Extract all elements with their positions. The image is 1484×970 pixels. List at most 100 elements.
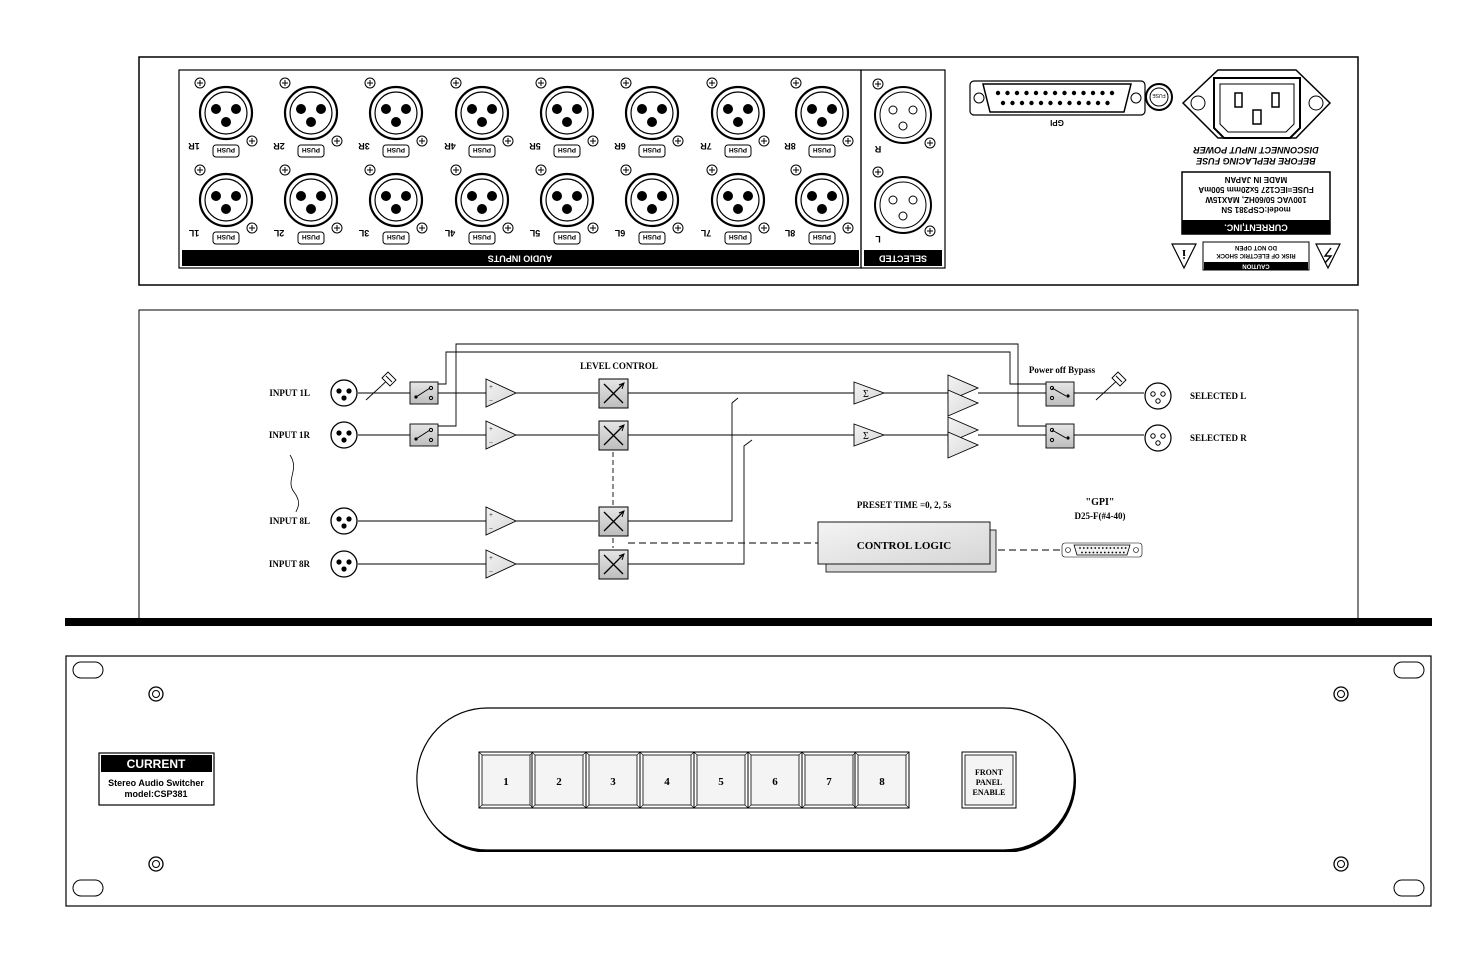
- xlr-label: 3R: [358, 141, 370, 151]
- xlr-label: 8L: [784, 228, 795, 238]
- gpi-label: GPI: [1050, 118, 1064, 127]
- mount-screw-icon: [450, 77, 462, 89]
- rack-slot-top-right: [1393, 661, 1425, 679]
- output-label-l: SELECTED L: [1190, 391, 1246, 401]
- sum-symbol-r: Σ: [863, 431, 869, 442]
- channel-button-7[interactable]: 7: [801, 751, 857, 809]
- input-opamp-1r: +−: [485, 420, 518, 450]
- power-inlet: [1181, 69, 1332, 139]
- selected-xlr-r: R: [874, 86, 932, 154]
- push-tab-label: PUSH: [473, 233, 491, 240]
- minus-sign: −: [489, 525, 493, 533]
- screw-top-left: [148, 686, 164, 702]
- mount-screw-icon: [279, 77, 291, 89]
- input-label-1r: INPUT 1R: [269, 430, 311, 440]
- push-tab-label: PUSH: [217, 146, 235, 153]
- gpi-diagram-connector: [1061, 542, 1143, 558]
- enable-label-2: PANEL: [976, 778, 1003, 787]
- mount-screw-icon: [706, 77, 718, 89]
- input-opamp-8l: +−: [485, 506, 518, 536]
- push-tab-label: PUSH: [558, 146, 576, 153]
- audio-inputs-label: AUDIO INPUTS: [488, 254, 553, 264]
- selected-xlr-l-label: L: [875, 234, 881, 244]
- screw-bottom-left: [148, 856, 164, 872]
- mount-screw-icon: [672, 135, 684, 147]
- push-tab-label: PUSH: [729, 146, 747, 153]
- xlr-label: 1R: [188, 141, 200, 151]
- control-logic-box: CONTROL LOGIC: [817, 521, 997, 573]
- signal-lines: [358, 343, 1144, 565]
- push-tab-label: PUSH: [302, 233, 320, 240]
- info-warning-icon: i: [1171, 243, 1197, 270]
- diagram-input-xlr-8r: [330, 550, 358, 578]
- enable-label-3: ENABLE: [973, 788, 1006, 797]
- output-label-r: SELECTED R: [1190, 433, 1247, 443]
- mount-screw-icon: [790, 77, 802, 89]
- channel-button-label: 5: [718, 776, 724, 788]
- block-diagram: INPUT 1L INPUT 1R INPUT 8L INPUT 8R: [65, 309, 1432, 626]
- brand-badge: CURRENT Stereo Audio Switcher model:CSP3…: [98, 752, 215, 806]
- push-tab-label: PUSH: [558, 233, 576, 240]
- vca-8r: [598, 549, 629, 580]
- xlr-label: 6R: [614, 141, 626, 151]
- power-warning-line-1: DISCONNECT INPUT POWER: [1193, 145, 1319, 155]
- input-label-1l: INPUT 1L: [269, 388, 310, 398]
- push-tab-label: PUSH: [387, 146, 405, 153]
- xlr-label: 3L: [358, 228, 369, 238]
- channel-button-5[interactable]: 5: [693, 751, 749, 809]
- xlr-input-3l: PUSH 3L: [358, 164, 428, 245]
- caution-label: CAUTION RISK OF ELECTRIC SHOCK DO NOT OP…: [1202, 241, 1310, 271]
- channel-button-6[interactable]: 6: [747, 751, 803, 809]
- control-logic-label: CONTROL LOGIC: [857, 540, 951, 552]
- input-relay-1l: [409, 381, 439, 405]
- screw-bottom-right: [1333, 856, 1349, 872]
- channel-button-3[interactable]: 3: [585, 751, 641, 809]
- mount-screw-icon: [790, 164, 802, 176]
- mount-screw-icon: [246, 222, 258, 234]
- channel-button-2[interactable]: 2: [531, 751, 587, 809]
- push-tab-label: PUSH: [813, 146, 831, 153]
- push-tab-label: PUSH: [473, 146, 491, 153]
- brand-name: CURRENT: [127, 757, 186, 771]
- sum-symbol-l: Σ: [863, 389, 869, 400]
- mount-screw-icon: [502, 222, 514, 234]
- diagram-input-xlr-1r: [330, 421, 358, 449]
- output-driver-l: [947, 374, 980, 417]
- power-warning-line-2: BEFORE REPLACING FUSE: [1195, 156, 1316, 166]
- channel-button-1[interactable]: 1: [478, 751, 534, 809]
- front-panel-enable-button[interactable]: FRONT PANEL ENABLE: [961, 751, 1017, 809]
- xlr-label: 4R: [444, 141, 456, 151]
- input-opamp-8r: +−: [485, 549, 518, 579]
- mount-screw-icon: [587, 222, 599, 234]
- plus-sign: +: [489, 425, 493, 433]
- push-tab-label: PUSH: [813, 233, 831, 240]
- product-name: Stereo Audio Switcher: [108, 778, 204, 788]
- channel-button-8[interactable]: 8: [854, 751, 910, 809]
- mount-screw-icon: [279, 164, 291, 176]
- push-tab-label: PUSH: [387, 233, 405, 240]
- info-line-3: FUSE=IEC127 5x20mm 500mA: [1198, 185, 1314, 194]
- output-xlr-l: [1144, 382, 1172, 410]
- vca-1l: [598, 378, 629, 409]
- diagram-input-xlr-1l: [330, 379, 358, 407]
- gpi-connector-type: D25-F(#4-40): [1075, 511, 1126, 521]
- screw-top-right: [1333, 686, 1349, 702]
- mount-screw-icon: [872, 78, 884, 90]
- caution-line-2: DO NOT OPEN: [1235, 244, 1277, 250]
- push-tab-label: PUSH: [217, 233, 235, 240]
- channel-button-4[interactable]: 4: [639, 751, 695, 809]
- mount-screw-icon: [194, 164, 206, 176]
- output-xlr-r: [1144, 424, 1172, 452]
- xlr-label: 6L: [614, 228, 625, 238]
- input-relay-1r: [409, 423, 439, 447]
- xlr-label: 5L: [529, 228, 540, 238]
- fuse-holder: FUSE: [1145, 83, 1173, 111]
- rack-slot-bottom-right: [1393, 879, 1425, 897]
